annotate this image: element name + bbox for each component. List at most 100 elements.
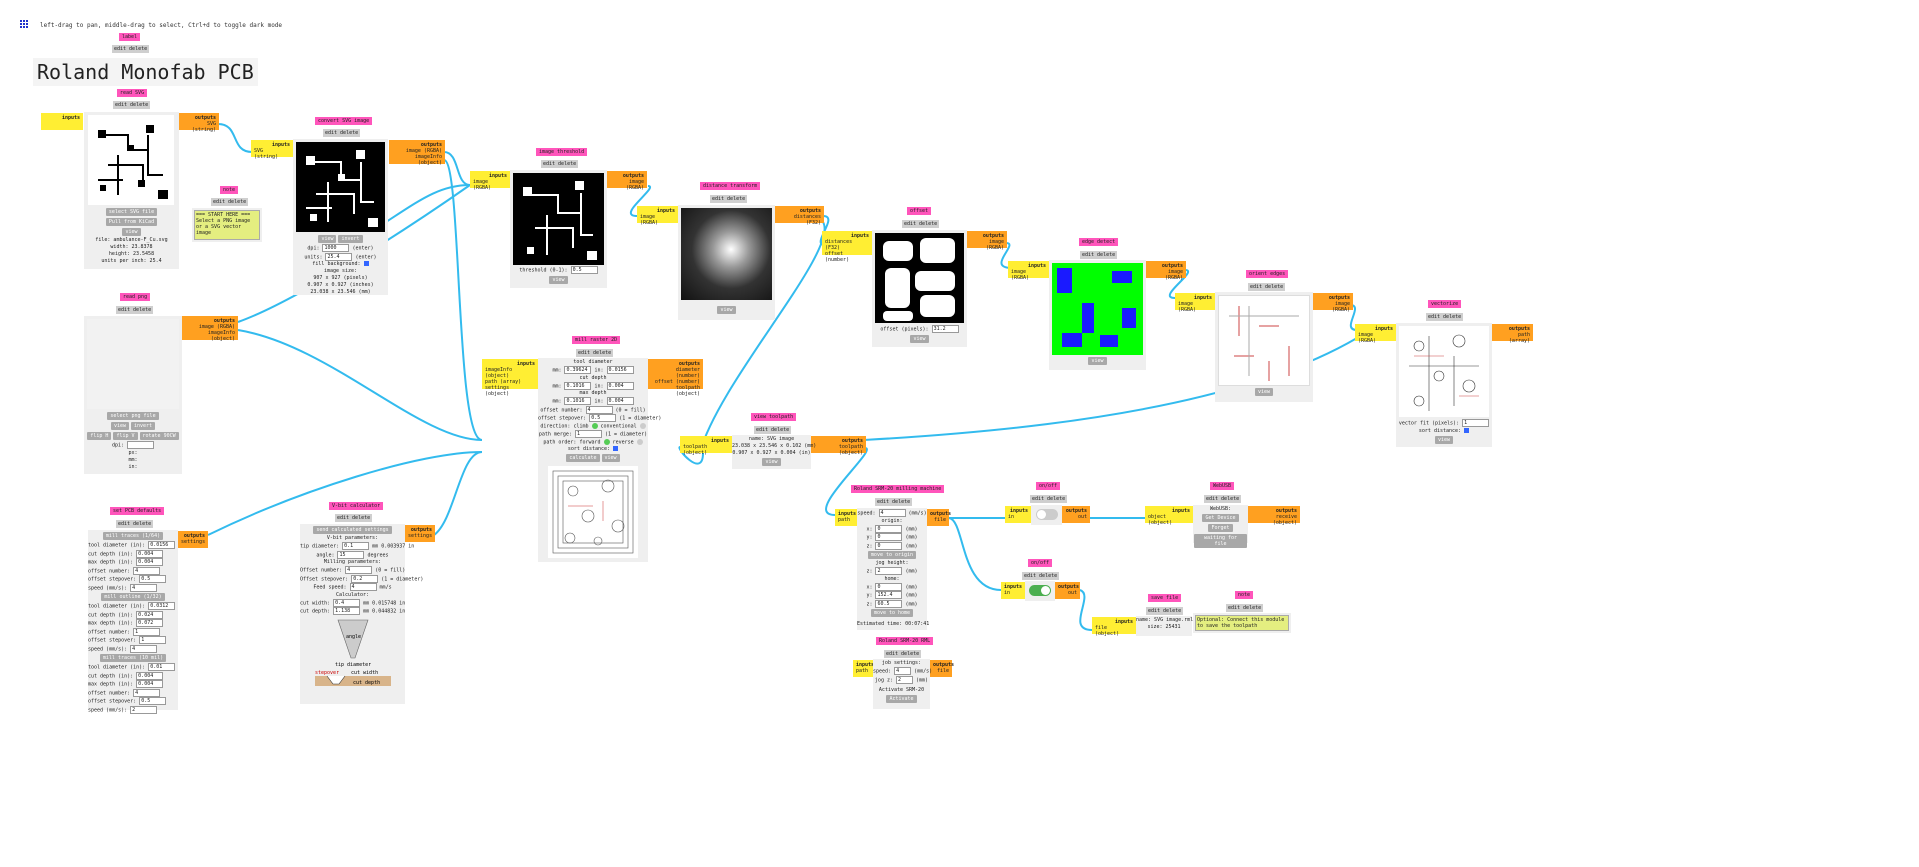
max-depth-in-input[interactable]: 0.004 (606, 397, 634, 405)
traces-max-depth-input[interactable]: 0.004 (136, 558, 164, 566)
note-2-edit-delete[interactable]: edit delete (1226, 604, 1264, 612)
label-edit-delete[interactable]: edit delete (112, 45, 150, 53)
edge-tag[interactable]: edge detect (1079, 238, 1119, 246)
origin-z-input[interactable]: 0 (875, 541, 903, 550)
read-png-edit-delete[interactable]: edit delete (116, 306, 154, 314)
select-svg-file-button[interactable]: select SVG file (105, 208, 158, 216)
reverse-radio[interactable] (636, 438, 643, 445)
webusb-edit-delete[interactable]: edit delete (1204, 495, 1242, 503)
tool-diameter-mm-input[interactable]: 0.39624 (564, 366, 592, 374)
move-to-origin-button[interactable]: move to origin (867, 551, 917, 559)
jog-z-input[interactable]: 2 (875, 567, 903, 575)
cut-width-input[interactable]: 0.4 (333, 598, 361, 607)
mill-traces-10mil-button[interactable]: mill traces (10 mil) (99, 654, 167, 662)
onoff-1-edit-delete[interactable]: edit delete (1030, 495, 1068, 503)
cut-depth-in-input[interactable]: 0.004 (606, 381, 634, 390)
outline-offset-number-input[interactable]: 1 (133, 627, 161, 636)
mil-offset-stepover-input[interactable]: 0.5 (139, 697, 167, 705)
mill-view-button[interactable]: view (601, 454, 620, 462)
srm20-tag[interactable]: Roland SRM-20 milling machine (851, 485, 945, 493)
onoff-1-toggle[interactable] (1035, 509, 1058, 520)
angle-input[interactable]: 15 (337, 550, 365, 559)
orient-view-button[interactable]: view (1254, 388, 1274, 396)
traces-speed-input[interactable]: 4 (130, 583, 158, 592)
menu-grid-icon[interactable] (20, 20, 29, 29)
path-merge-input[interactable]: 1 (574, 430, 602, 438)
edge-view-button[interactable]: view (1088, 357, 1107, 365)
mill-traces-164-button[interactable]: mill traces (1/64) (102, 532, 164, 540)
vectorize-edit-delete[interactable]: edit delete (1426, 313, 1464, 321)
feed-speed-input[interactable]: 4 (349, 583, 377, 591)
onoff-1-tag[interactable]: on/off (1036, 482, 1061, 490)
edge-edit-delete[interactable]: edit delete (1080, 251, 1118, 259)
origin-y-input[interactable]: 0 (875, 533, 903, 541)
offset-stepover-input[interactable]: 0.5 (589, 414, 617, 422)
get-device-button[interactable]: Get Device (1202, 514, 1239, 522)
move-to-home-button[interactable]: move to home (870, 609, 914, 617)
offset-number-input[interactable]: 4 (585, 405, 613, 414)
mill-sort-checkbox[interactable] (613, 446, 619, 451)
fill-background-checkbox[interactable] (363, 261, 369, 266)
srm-speed-input[interactable]: 4 (878, 509, 906, 517)
threshold-input[interactable]: 0.5 (570, 266, 598, 274)
onoff-2-tag[interactable]: on/off (1028, 559, 1053, 567)
outline-max-depth-input[interactable]: 0.072 (136, 619, 164, 627)
note-tag[interactable]: note (220, 186, 239, 194)
traces-offset-number-input[interactable]: 4 (133, 566, 161, 575)
read-svg-tag[interactable]: read SVG (117, 89, 148, 97)
flip-h-button[interactable]: flip H (87, 432, 112, 440)
view-toolpath-button[interactable]: view (762, 458, 781, 466)
vectorize-sort-checkbox[interactable] (1464, 427, 1470, 433)
home-x-input[interactable]: 0 (875, 582, 903, 591)
outline-speed-input[interactable]: 4 (130, 644, 158, 653)
orient-edit-delete[interactable]: edit delete (1248, 283, 1286, 291)
distance-tag[interactable]: distance transform (700, 182, 761, 190)
vbit-tag[interactable]: V-bit calculator (329, 502, 384, 510)
orient-tag[interactable]: orient edges (1246, 270, 1289, 278)
select-png-file-button[interactable]: select png file (107, 412, 159, 420)
flip-v-button[interactable]: flip V (113, 432, 138, 440)
mil-tool-diameter-input[interactable]: 0.01 (148, 663, 176, 671)
convert-view-button[interactable]: view (318, 235, 337, 243)
srm20-rml-edit-delete[interactable]: edit delete (884, 650, 922, 658)
outline-cut-depth-input[interactable]: 0.024 (136, 610, 164, 619)
vbit-offset-number-input[interactable]: 4 (345, 566, 373, 574)
mil-cut-depth-input[interactable]: 0.004 (136, 671, 164, 680)
threshold-view-button[interactable]: view (549, 275, 568, 284)
activate-button[interactable]: Activate (886, 695, 917, 703)
label-module-tag[interactable]: label (119, 33, 141, 41)
origin-x-input[interactable]: 0 (875, 524, 903, 533)
mil-offset-number-input[interactable]: 4 (133, 688, 161, 697)
save-file-tag[interactable]: save file (1148, 594, 1182, 602)
forget-button[interactable]: Forget (1208, 524, 1233, 532)
conventional-radio[interactable] (639, 422, 646, 429)
outline-tool-diameter-input[interactable]: 0.0312 (148, 602, 176, 610)
vbit-offset-stepover-input[interactable]: 0.2 (351, 574, 379, 583)
mill-raster-tag[interactable]: mill raster 2D (572, 336, 621, 344)
save-file-edit-delete[interactable]: edit delete (1146, 607, 1184, 615)
send-calculated-settings-button[interactable]: send calculated settings (313, 526, 392, 534)
view-toolpath-tag[interactable]: view toolpath (751, 413, 797, 421)
climb-radio[interactable] (591, 422, 598, 429)
